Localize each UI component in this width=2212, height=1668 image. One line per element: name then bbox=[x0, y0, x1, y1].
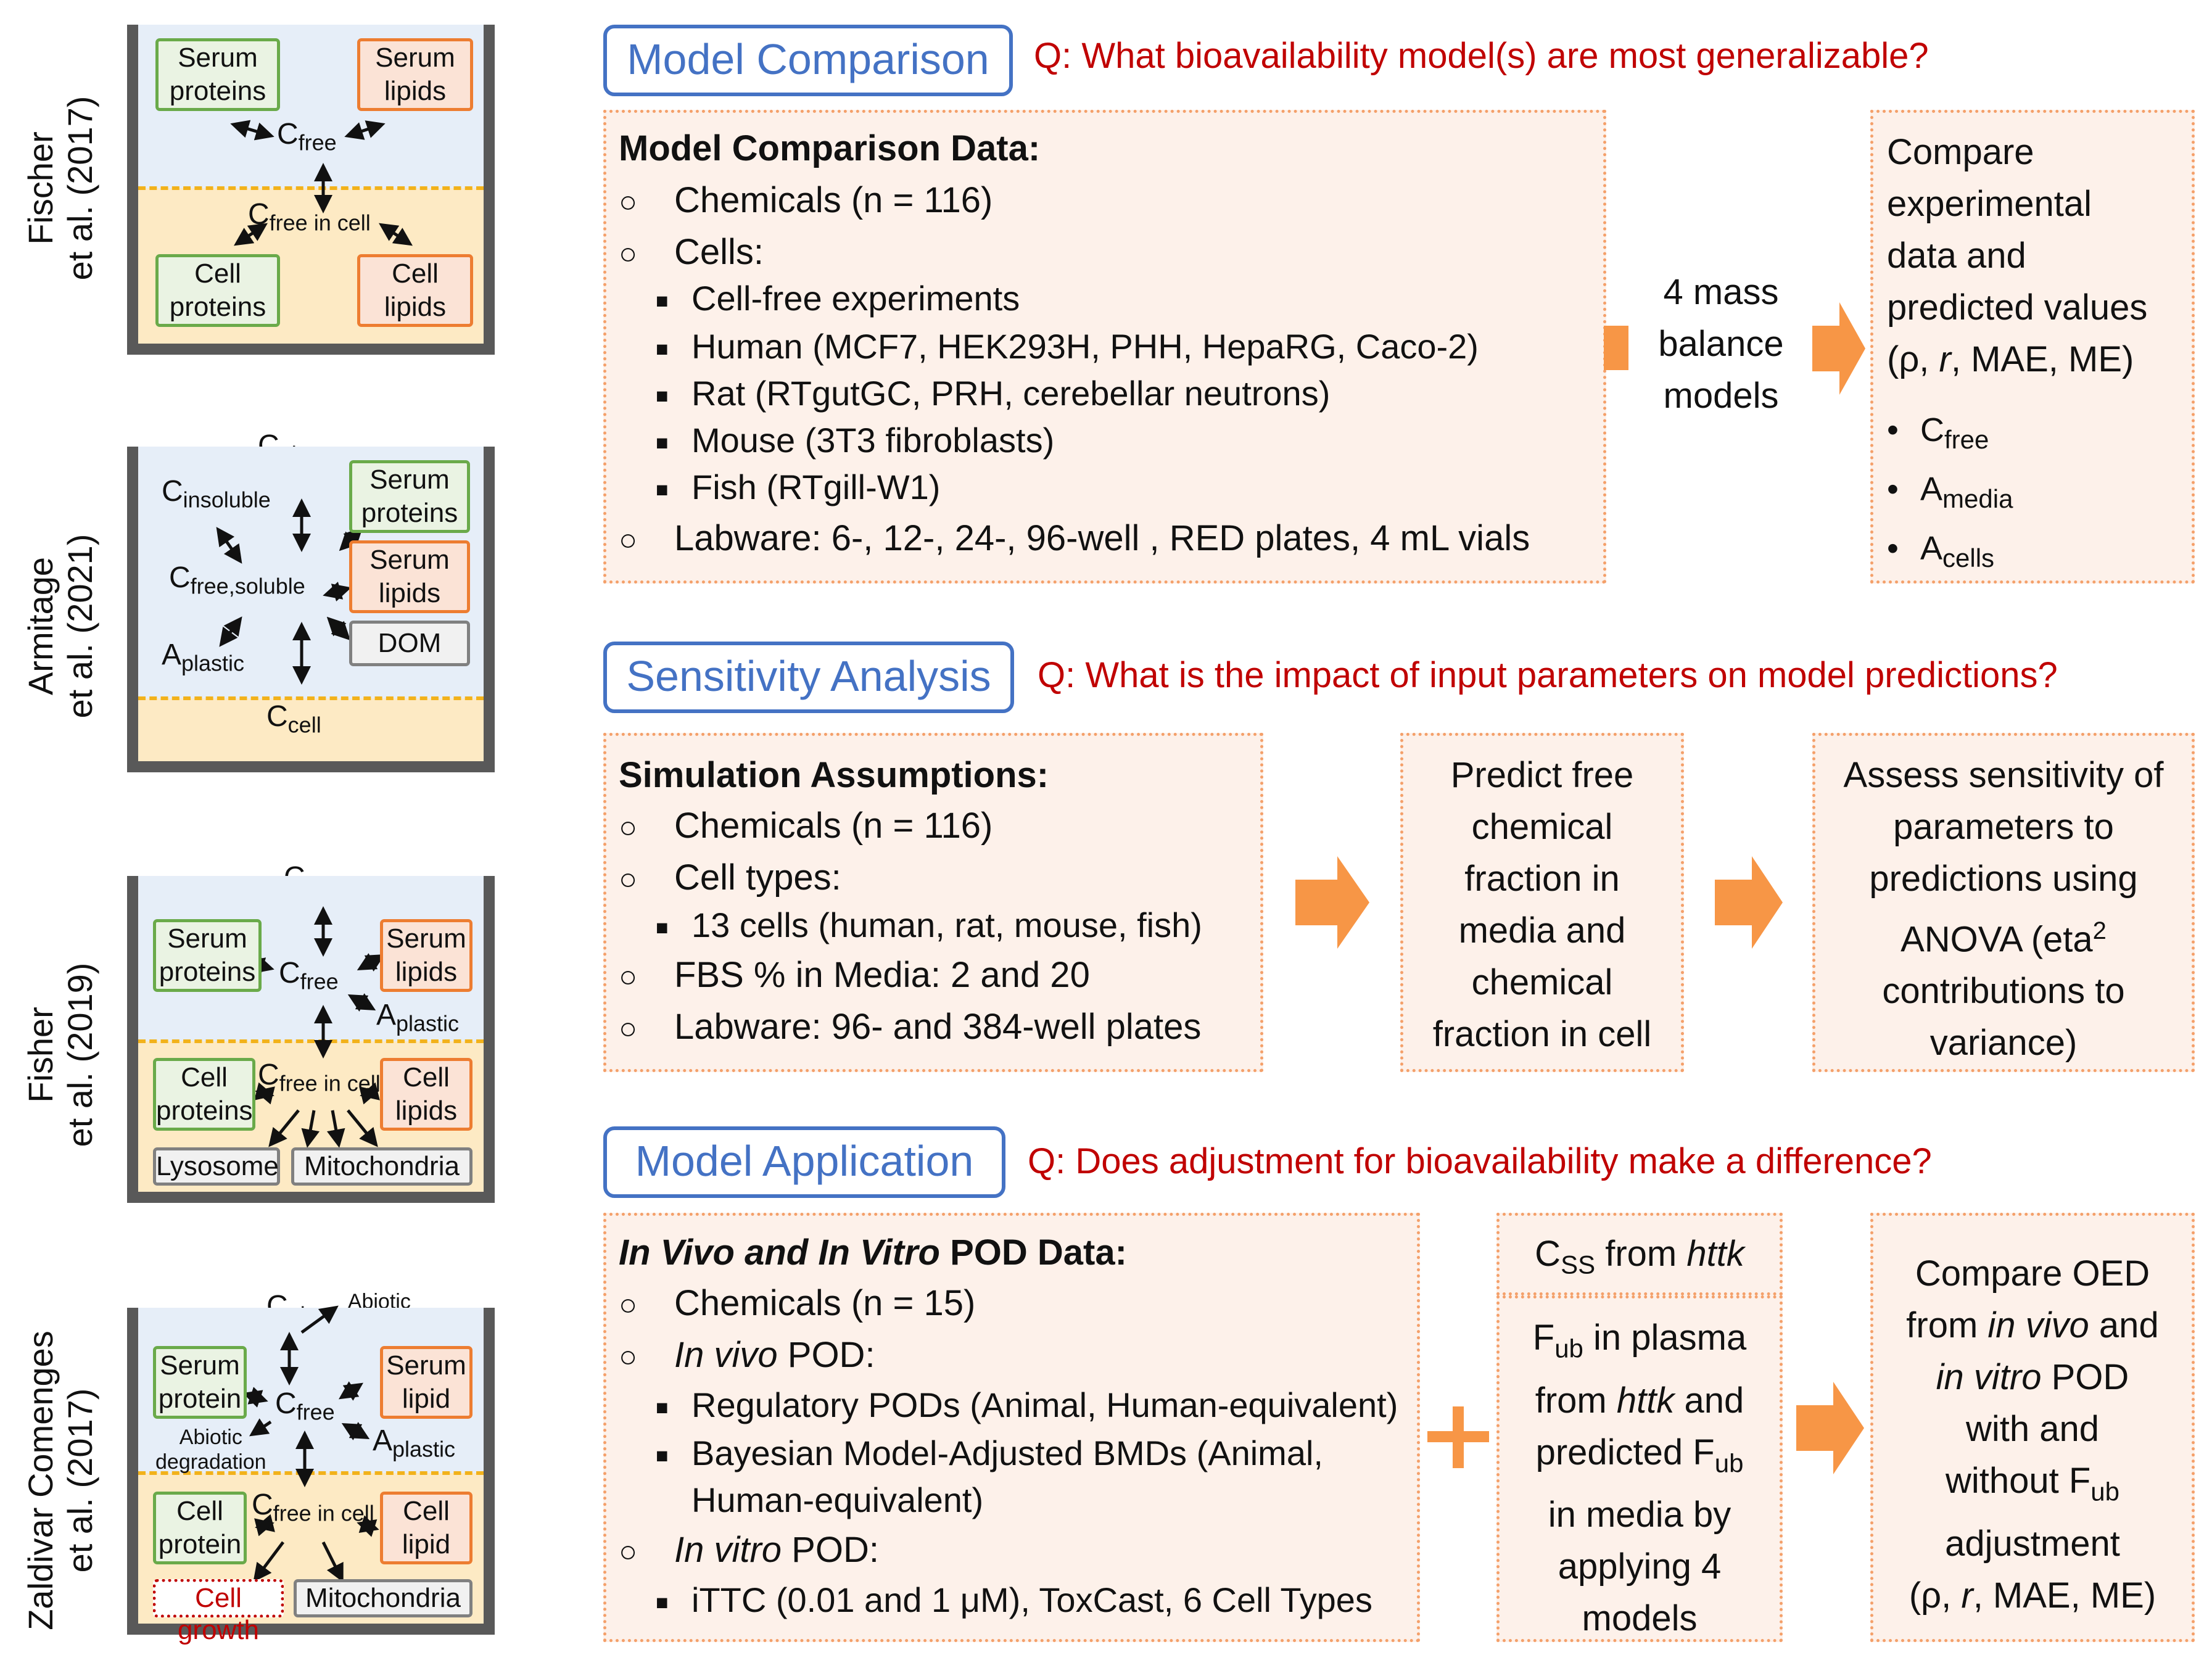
css-httk-text: CSS from httk bbox=[1535, 1234, 1744, 1279]
c-free-in-cell-label: Cfree in cell bbox=[252, 1488, 374, 1526]
pod-data-title: In Vivo and In Vitro POD Data: bbox=[619, 1232, 1127, 1273]
pod-data-panel: In Vivo and In Vitro POD Data: ○Chemical… bbox=[603, 1213, 1420, 1642]
compare-oed-panel: Compare OED from in vivo and in vitro PO… bbox=[1870, 1213, 2195, 1642]
cell-growth-box: Cell growth bbox=[153, 1579, 284, 1645]
fub-plasma-panel: Fub in plasma from httk and predicted Fu… bbox=[1496, 1295, 1783, 1642]
c-cell-label: Ccell bbox=[266, 700, 321, 738]
sensitivity-analysis-heading: Sensitivity Analysis bbox=[603, 642, 1014, 713]
compare-oed-text: Compare OED from in vivo and in vitro PO… bbox=[1906, 1253, 2159, 1616]
assess-sensitivity-text: Assess sensitivity of parameters to pred… bbox=[1843, 755, 2164, 1063]
zaldivar2017-arrows bbox=[242, 1305, 379, 1583]
a-plastic-label: Aplastic bbox=[376, 999, 460, 1036]
css-httk-panel: CSS from httk bbox=[1496, 1213, 1783, 1295]
list-item: ○FBS % in Media: 2 and 20 bbox=[619, 955, 1090, 995]
list-item: ○Chemicals (n = 116) bbox=[619, 806, 993, 846]
list-item: ■Regulatory PODs (Animal, Human-equivale… bbox=[656, 1385, 1398, 1424]
model-application-question: Q: Does adjustment for bioavailability m… bbox=[1028, 1141, 1932, 1181]
assess-sensitivity-panel: Assess sensitivity of parameters to pred… bbox=[1812, 733, 2195, 1072]
model-comparison-question: Q: What bioavailability model(s) are mos… bbox=[1034, 36, 1929, 76]
simulation-assumptions-panel: Simulation Assumptions: ○Chemicals (n = … bbox=[603, 733, 1263, 1072]
list-item: ○Labware: 6-, 12-, 24-, 96-well , RED pl… bbox=[619, 518, 1530, 558]
mitochondria-box: Mitochondria bbox=[294, 1579, 473, 1617]
model-comparison-heading: Model Comparison bbox=[603, 25, 1013, 96]
c-free-in-cell-label: Cfree in cell bbox=[258, 1059, 381, 1096]
c-free-in-cell-label: Cfree in cell bbox=[248, 198, 371, 236]
plus-icon bbox=[1427, 1406, 1489, 1468]
arrow-right-icon bbox=[1796, 1382, 1864, 1474]
a-plastic-label: Aplastic bbox=[373, 1424, 456, 1462]
model-comparison-data-title: Model Comparison Data: bbox=[619, 128, 1041, 168]
arrow-right-icon bbox=[1812, 302, 1865, 395]
c-free-soluble-label: Cfree,soluble bbox=[169, 561, 305, 599]
armitage2021-arrows bbox=[216, 498, 363, 685]
metric-bullet-c-free: •Cfree bbox=[1887, 411, 1989, 454]
list-item: ■Fish (RTgill-W1) bbox=[656, 468, 941, 506]
fub-plasma-text: Fub in plasma from httk and predicted Fu… bbox=[1532, 1318, 1747, 1639]
arrow-right-icon bbox=[1295, 856, 1369, 949]
list-item: ○Chemicals (n = 15) bbox=[619, 1283, 976, 1323]
fischer2017-arrows bbox=[230, 120, 413, 246]
list-item-continued: Human-equivalent) bbox=[691, 1480, 984, 1519]
list-item: ■Bayesian Model-Adjusted BMDs (Animal, bbox=[656, 1434, 1323, 1472]
list-item: ■Human (MCF7, HEK293H, PHH, HepaRG, Caco… bbox=[656, 327, 1479, 366]
predict-fraction-panel: Predict free chemical fraction in media … bbox=[1400, 733, 1684, 1072]
model-application-heading: Model Application bbox=[603, 1126, 1005, 1198]
list-item: ■iTTC (0.01 and 1 μM), ToxCast, 6 Cell T… bbox=[656, 1580, 1372, 1619]
fisher2019-arrows bbox=[246, 906, 386, 1148]
sensitivity-analysis-question: Q: What is the impact of input parameter… bbox=[1038, 655, 2058, 695]
list-item: ■Mouse (3T3 fibroblasts) bbox=[656, 421, 1055, 460]
list-item: ■Rat (RTgutGC, PRH, cerebellar neutrons) bbox=[656, 374, 1331, 413]
list-item: ■Cell-free experiments bbox=[656, 279, 1020, 318]
metric-bullet-a-cells: •Acells bbox=[1887, 530, 1995, 572]
dom-box: DOM bbox=[349, 621, 470, 666]
mitochondria-box: Mitochondria bbox=[291, 1147, 473, 1186]
compare-results-text: Compare experimental data and predicted … bbox=[1887, 132, 2148, 379]
list-item: ○Cells: bbox=[619, 232, 764, 272]
list-item: ■13 cells (human, rat, mouse, fish) bbox=[656, 906, 1202, 944]
compare-results-panel: Compare experimental data and predicted … bbox=[1870, 110, 2195, 584]
list-item: ○Labware: 96- and 384-well plates bbox=[619, 1007, 1202, 1047]
lysosome-box: Lysosome bbox=[153, 1147, 280, 1186]
list-item: ○In vitro POD: bbox=[619, 1530, 879, 1570]
model-comparison-data-panel: Model Comparison Data: ○Chemicals (n = 1… bbox=[603, 110, 1606, 584]
list-item: ○Cell types: bbox=[619, 857, 841, 898]
c-free-label: Cfree bbox=[275, 1387, 335, 1425]
c-free-label: Cfree bbox=[277, 118, 337, 155]
a-plastic-label: Aplastic bbox=[162, 638, 245, 676]
c-free-label: Cfree bbox=[279, 957, 339, 994]
list-item: ○Chemicals (n = 116) bbox=[619, 180, 993, 220]
predict-fraction-text: Predict free chemical fraction in media … bbox=[1432, 755, 1652, 1054]
connector-bar bbox=[1604, 326, 1628, 370]
c-insoluble-label: Cinsoluble bbox=[162, 475, 271, 513]
arrow-right-icon bbox=[1715, 856, 1783, 949]
simulation-assumptions-title: Simulation Assumptions: bbox=[619, 755, 1049, 795]
list-item: ○In vivo POD: bbox=[619, 1335, 875, 1375]
metric-bullet-a-media: •Amedia bbox=[1887, 471, 2013, 513]
